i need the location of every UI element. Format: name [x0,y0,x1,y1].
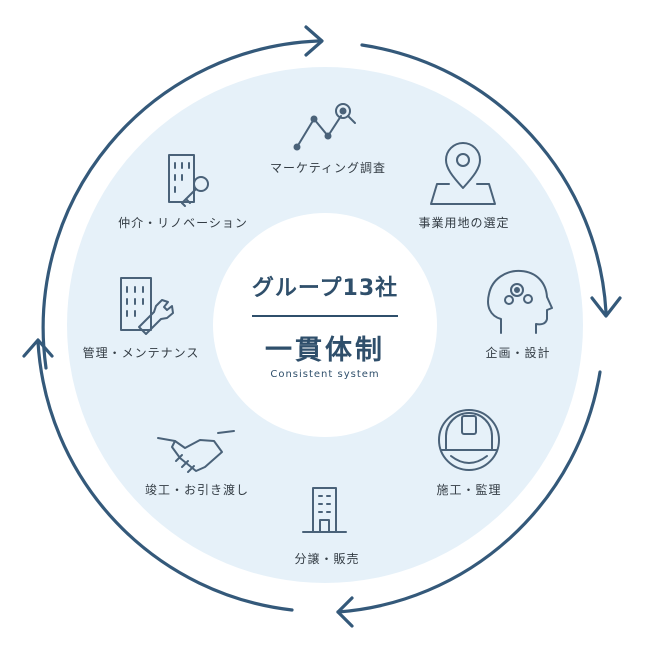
arrow-head-bottom-left [22,338,54,358]
arrow-head-top-left [304,25,324,57]
center-heading: 一貫体制 [265,335,385,366]
arrow-head-top-right [590,296,622,318]
arrow-head-bottom-right [336,596,354,628]
building-wrench-icon [120,277,174,335]
hard-hat-icon [438,409,500,471]
inner-circle [213,213,437,437]
center-divider [252,315,398,317]
arrow-top-left [41,39,320,370]
step-label-management: 管理・メンテナンス [82,346,200,360]
step-label-planning-design: 企画・設計 [485,346,551,360]
arrow-bottom-left [36,340,294,612]
step-label-brokerage: 仲介・リノベーション [118,216,248,230]
center-title: グループ13社 [251,276,399,301]
map-pin-icon [430,142,496,205]
cycle-arrows [22,25,622,628]
chart-magnifier-icon [293,103,356,151]
head-gears-icon [487,269,553,334]
step-label-handover: 竣工・お引き渡し [144,483,250,497]
step-label-land-selection: 事業用地の選定 [418,216,510,230]
step-label-sales: 分譲・販売 [294,552,360,566]
handshake-icon [157,430,235,473]
building-icon [302,487,347,533]
building-key-icon [168,154,209,207]
arrow-bottom-right [336,370,602,614]
step-label-marketing: マーケティング調査 [269,161,387,175]
step-label-construction: 施工・監理 [436,483,502,497]
center-subtitle: Consistent system [270,369,380,380]
arrow-top-right [360,43,608,314]
